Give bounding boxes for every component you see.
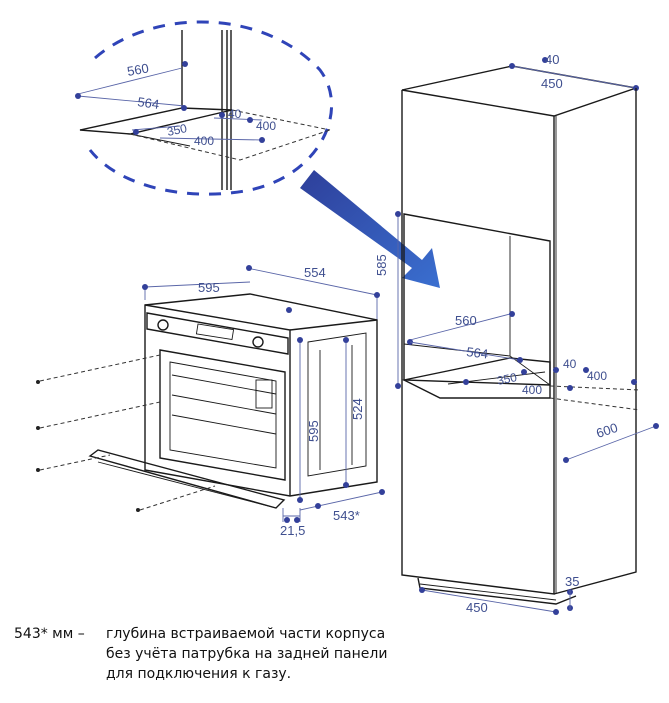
cabinet-dim-top-450: 450 [541,76,563,91]
oven-dim-21-5: 21,5 [280,523,305,538]
oven-drawing: 595 554 58 [36,211,401,538]
cabinet-dim-560: 560 [455,313,477,328]
pointer-arrow [300,170,440,288]
cabinet-drawing: 40 450 560 564 40 400 350 400 [401,52,659,615]
cabinet-dim-400-top: 400 [587,369,607,383]
callout-detail: 560 564 40 400 350 400 [75,20,333,196]
oven-dim-595-height: 595 [306,420,321,442]
callout-circle [88,20,333,196]
cabinet-dim-350: 350 [496,370,519,388]
cabinet-dim-35: 35 [565,574,579,589]
cabinet-dim-400-bottom: 400 [522,383,542,397]
callout-dim-400-top: 400 [256,119,276,133]
oven-dim-524: 524 [350,398,365,420]
footnote-line-2: без учёта патрубка на задней панели [106,646,388,662]
cabinet-dim-top-40: 40 [545,52,559,67]
oven-dim-595-width: 595 [198,280,220,295]
footnote-line-3: для подключения к газу. [106,666,292,682]
oven-dim-585: 585 [374,254,389,276]
callout-dim-564: 564 [137,94,161,112]
footnote-lead: 543* мм – [14,626,85,642]
oven-dim-543: 543* [333,508,360,523]
footnote: 543* мм – глубина встраиваемой части корп… [14,624,434,684]
cabinet-dim-40: 40 [563,357,577,371]
callout-dim-40: 40 [228,107,242,121]
oven-dim-554: 554 [304,265,326,280]
cabinet-dim-600: 600 [594,420,619,441]
callout-dim-560: 560 [126,60,150,79]
footnote-body: глубина встраиваемой части корпуса без уч… [106,624,424,684]
cabinet-dim-450: 450 [466,600,488,615]
callout-dim-350: 350 [166,121,189,139]
footnote-line-1: глубина встраиваемой части корпуса [106,626,386,642]
cabinet-dim-564: 564 [466,344,489,362]
callout-dim-400-bottom: 400 [194,134,214,148]
